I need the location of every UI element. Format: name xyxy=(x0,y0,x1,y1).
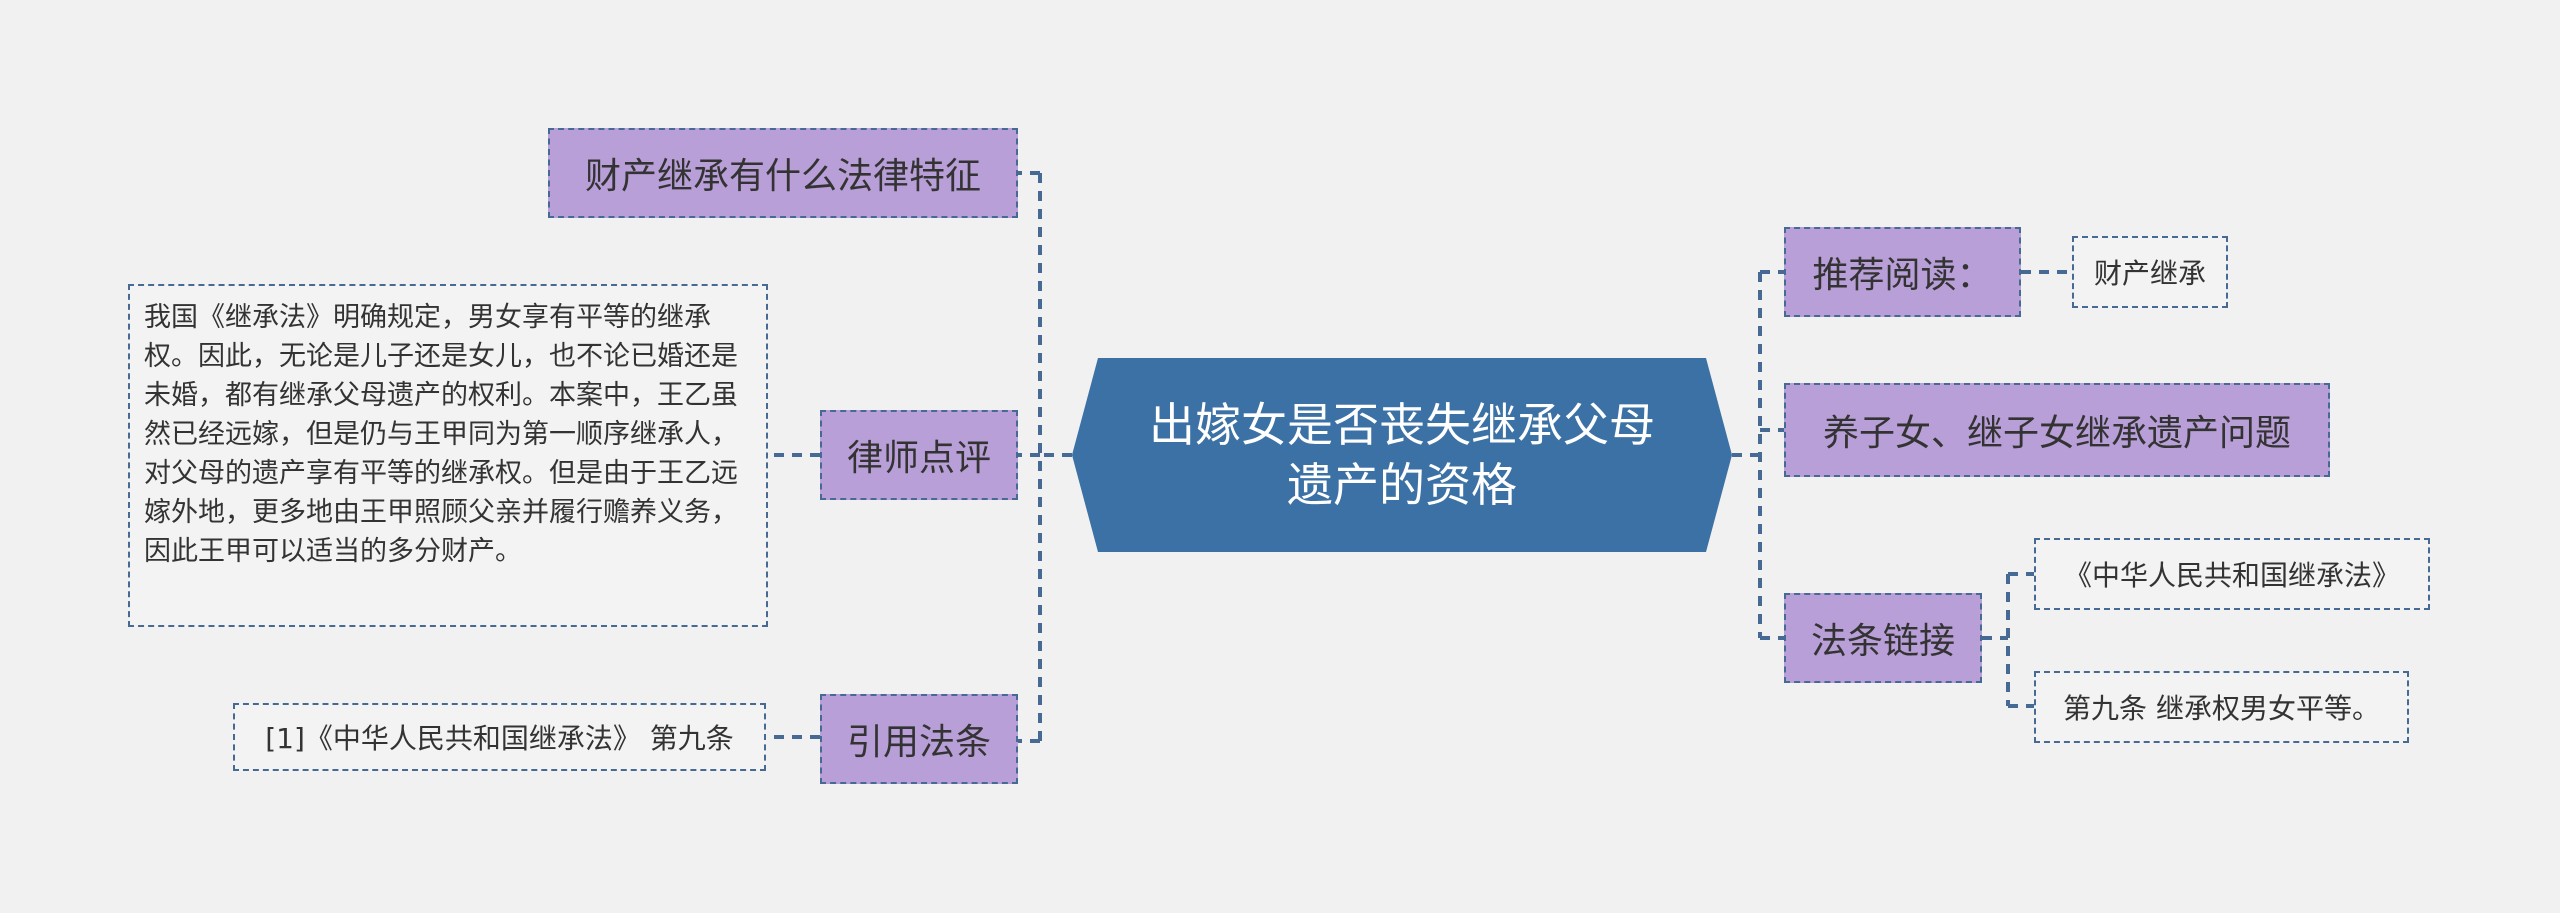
lawyer-comment-note: 我国《继承法》明确规定，男女享有平等的继承权。因此，无论是儿子还是女儿，也不论已… xyxy=(128,284,768,627)
leaf-label: 《中华人民共和国继承法》 xyxy=(2063,559,2400,592)
topic-label: 律师点评 xyxy=(846,438,991,479)
note-text: 我国《继承法》明确规定，男女享有平等的继承权。因此，无论是儿子还是女儿，也不论已… xyxy=(144,302,738,567)
law-link-article-nine[interactable]: 第九条 继承权男女平等。 xyxy=(2034,671,2409,743)
topic-property-inheritance-features[interactable]: 财产继承有什么法律特征 xyxy=(548,128,1018,218)
cited-law-reference[interactable]: [1]《中华人民共和国继承法》 第九条 xyxy=(233,703,766,771)
leaf-label: 财产继承 xyxy=(2093,257,2206,290)
link-rtopic3-leaves xyxy=(1982,572,2034,708)
law-link-inheritance-law[interactable]: 《中华人民共和国继承法》 xyxy=(2034,538,2430,610)
topic-cited-law[interactable]: 引用法条 xyxy=(820,694,1018,784)
root-node[interactable]: 出嫁女是否丧失继承父母遗产的资格 xyxy=(1072,358,1732,552)
topic-label: 引用法条 xyxy=(846,722,991,763)
recommended-reading-link[interactable]: 财产继承 xyxy=(2072,236,2228,308)
root-title: 出嫁女是否丧失继承父母遗产的资格 xyxy=(1149,398,1655,512)
root-shape xyxy=(1072,358,1732,552)
topic-label: 法条链接 xyxy=(1810,621,1955,662)
topic-label: 财产继承有什么法律特征 xyxy=(584,156,981,197)
topic-recommended-reading[interactable]: 推荐阅读： xyxy=(1784,227,2021,317)
link-root-right-trunk xyxy=(1732,272,1762,638)
leaf-label: 第九条 继承权男女平等。 xyxy=(2063,692,2380,725)
topic-label: 养子女、继子女继承遗产问题 xyxy=(1822,413,2291,454)
topic-lawyer-comment[interactable]: 律师点评 xyxy=(820,410,1018,500)
topic-adopted-stepchildren-inheritance[interactable]: 养子女、继子女继承遗产问题 xyxy=(1784,383,2330,477)
leaf-label: [1]《中华人民共和国继承法》 第九条 xyxy=(265,722,734,755)
topic-label: 推荐阅读： xyxy=(1812,255,1993,296)
topic-law-links[interactable]: 法条链接 xyxy=(1784,593,1982,683)
link-root-left-trunk xyxy=(1038,173,1072,743)
